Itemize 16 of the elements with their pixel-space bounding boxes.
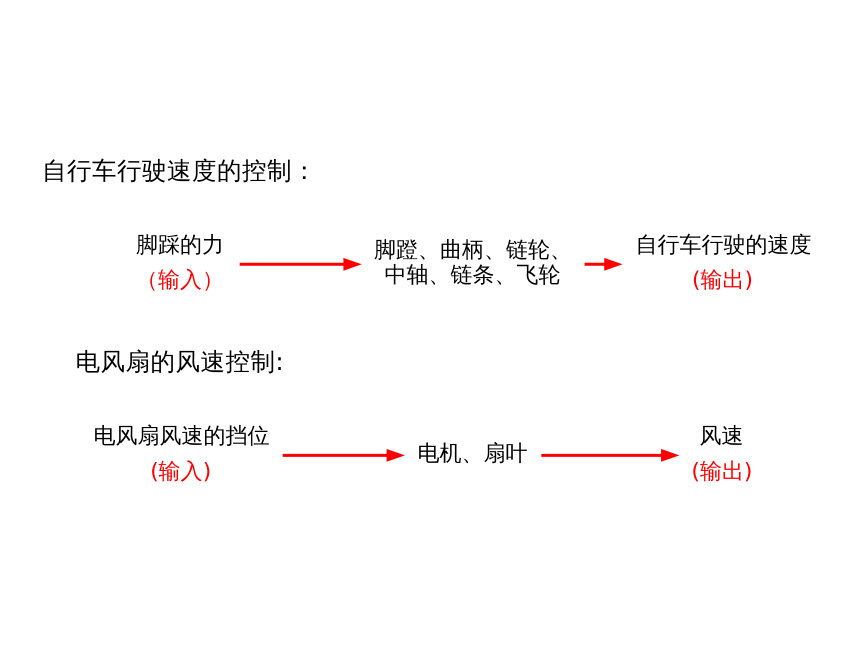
node-label: （输入）	[136, 268, 224, 293]
node-label: (输出)	[692, 268, 754, 293]
label: 自行车行驶速度的控制：	[42, 155, 318, 184]
node-text: 自行车行驶的速度	[635, 232, 812, 258]
arrow	[282, 448, 405, 462]
arrow	[584, 257, 623, 270]
node-text: 脚蹬、曲柄、链轮、中轴、链条、飞轮	[374, 238, 572, 288]
node-text: 电机、扇叶	[418, 441, 528, 466]
node-text: 电风扇风速的挡位	[94, 423, 270, 448]
node-text: 脚踩的力	[136, 232, 224, 258]
node-text: 风速	[700, 423, 744, 448]
arrow	[240, 257, 362, 270]
node-label: (输出)	[691, 458, 752, 484]
label: 电风扇的风速控制:	[75, 346, 284, 376]
arrow	[541, 448, 680, 462]
node-label: (输入)	[150, 458, 212, 484]
